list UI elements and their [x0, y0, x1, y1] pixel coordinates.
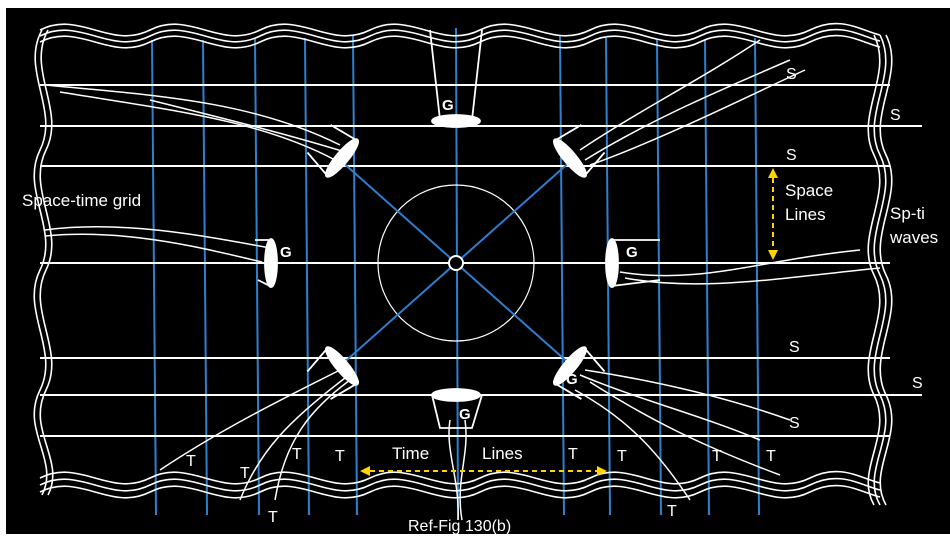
g-marker: G	[626, 244, 638, 261]
streamline	[579, 39, 761, 151]
streamline	[159, 369, 341, 471]
streamline	[584, 369, 791, 421]
arrow-head	[768, 168, 778, 178]
wavy-border-left	[39, 29, 54, 496]
space-lines	[40, 84, 922, 437]
arrows	[360, 168, 778, 476]
t-marker: T	[292, 446, 302, 463]
cone-lower-left	[306, 346, 359, 400]
streamline	[589, 381, 781, 476]
canvas-background	[6, 8, 950, 534]
sp-ti-waves-label: Sp-ti	[890, 204, 925, 223]
streamline	[584, 59, 791, 161]
s-marker: S	[912, 375, 923, 392]
s-marker: S	[786, 147, 797, 164]
cone-top	[429, 29, 483, 128]
space-lines-label: Lines	[785, 205, 826, 224]
wavy-border-right	[873, 34, 887, 506]
streamline	[149, 99, 346, 153]
t-marker: T	[268, 509, 278, 526]
center-figure	[339, 159, 573, 367]
streamline	[44, 84, 341, 146]
arrow-head	[768, 250, 778, 260]
wavy-border-bottom	[39, 484, 881, 499]
t-marker: T	[186, 453, 196, 470]
streamline	[574, 389, 691, 501]
t-marker: T	[240, 465, 250, 482]
arrow-head	[360, 466, 370, 476]
streamline	[448, 419, 459, 521]
cone-left	[255, 238, 278, 288]
streamline	[579, 374, 761, 441]
streamlines	[44, 39, 881, 521]
g-marker: G	[459, 406, 471, 423]
wavy-border-top	[39, 28, 881, 43]
wavy-border-bottom	[39, 477, 881, 492]
streamline	[589, 69, 806, 166]
g-marker: G	[280, 244, 292, 261]
wavy-border-top	[39, 34, 881, 49]
arrow-head	[597, 466, 607, 476]
time-lines-label: Lines	[482, 444, 523, 463]
cone-upper-right	[553, 124, 606, 178]
s-marker: S	[789, 415, 800, 432]
s-marker: S	[786, 66, 797, 83]
center-circle	[377, 184, 535, 342]
wavy-border-right	[879, 34, 893, 506]
t-marker: T	[766, 448, 776, 465]
streamline	[619, 249, 861, 277]
t-marker: T	[568, 446, 578, 463]
cone-upper-left	[306, 124, 359, 178]
streamline	[459, 419, 467, 521]
center-dot	[448, 255, 464, 271]
wavy-border	[33, 22, 893, 506]
t-marker: T	[712, 448, 722, 465]
t-marker: T	[617, 448, 627, 465]
streamline	[44, 233, 263, 263]
wavy-border-right	[867, 34, 881, 506]
streamline	[44, 226, 271, 249]
sp-ti-waves-label: waves	[889, 228, 938, 247]
space-time-grid-label: Space-time grid	[22, 191, 141, 210]
s-marker: S	[890, 107, 901, 124]
wavy-border-bottom	[39, 470, 881, 485]
wavy-border-left	[33, 29, 48, 496]
t-markers: T T T T T T T T T T	[186, 446, 776, 526]
streamline	[274, 379, 351, 501]
time-line	[455, 27, 459, 521]
g-marker: G	[566, 371, 578, 388]
cone-lower-right	[553, 346, 606, 400]
t-marker: T	[667, 503, 677, 520]
streamline	[239, 377, 346, 501]
g-markers: G G G G G	[280, 97, 638, 423]
time-lines-label: Time	[392, 444, 429, 463]
cone-bottom	[431, 388, 483, 429]
streamline	[624, 267, 881, 285]
g-marker: G	[442, 97, 454, 114]
s-markers: S S S S S S	[786, 66, 923, 432]
s-marker: S	[789, 339, 800, 356]
cone-right	[605, 238, 661, 288]
space-lines-label: Space	[785, 181, 833, 200]
cone-detectors	[255, 29, 661, 429]
figure-caption: Ref-Fig 130(b)	[408, 518, 511, 535]
t-marker: T	[335, 448, 345, 465]
wavy-border-top	[39, 22, 881, 37]
streamline	[59, 91, 336, 161]
